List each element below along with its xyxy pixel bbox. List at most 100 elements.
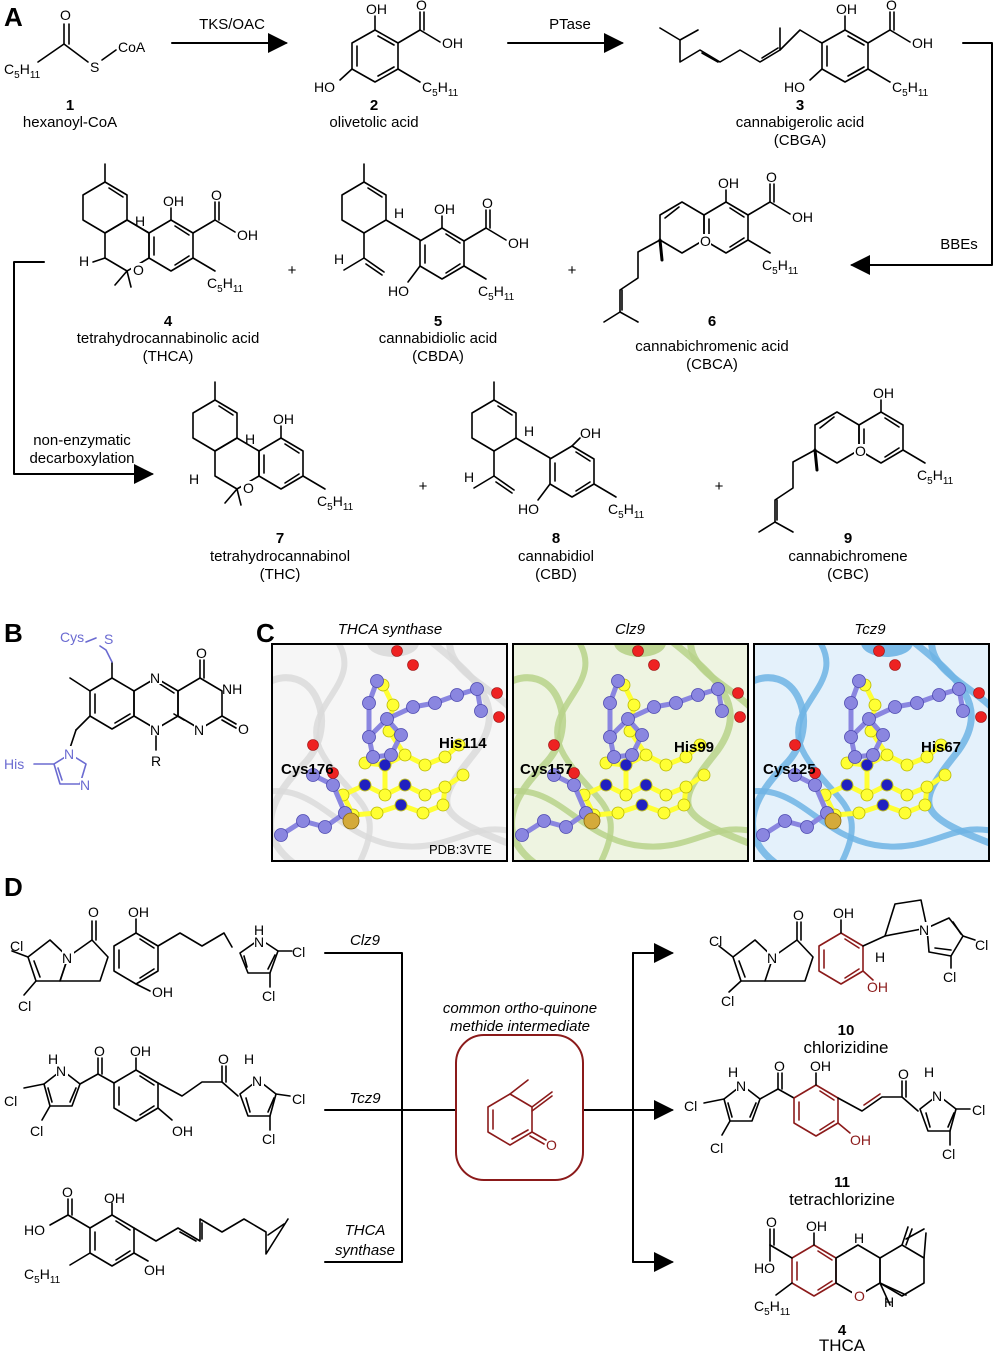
atom-nh: NH: [222, 681, 242, 697]
arrow-label-ptase: PTase: [549, 16, 591, 33]
product-10-name: chlorizidine: [803, 1038, 889, 1057]
structure-title-thca-synthase: THCA synthase: [337, 621, 443, 638]
atom-oh: OH: [237, 227, 258, 243]
compound-3-name: cannabigerolic acid: [735, 114, 865, 131]
atom-cl: Cl: [262, 988, 275, 1004]
compound-7-name: tetrahydrocannabinol: [209, 548, 351, 565]
atom-n: N: [56, 1063, 66, 1079]
atom-h: H: [464, 469, 474, 485]
compound-9-abbr: (CBC): [827, 566, 869, 583]
structure-cbda: H H OH O OH HO C5H11: [334, 163, 529, 303]
atom-n: N: [919, 922, 929, 938]
compound-9-number: 9: [843, 530, 853, 547]
structure-thca: H H O OH O OH C5H11: [79, 163, 258, 295]
atom-o: O: [416, 0, 427, 13]
residue-label-cys157: Cys157: [520, 761, 573, 778]
structure-cbca: O OH O OH C5H11: [603, 169, 813, 323]
structure-hexanoyl-coa: O S CoA C5H11: [4, 7, 146, 81]
structure-chlorizidine: O N OH OH H N Cl Cl Cl Cl: [709, 899, 988, 1009]
structure-thc: H H O OH C5H11: [189, 381, 354, 513]
atom-o: O: [133, 262, 144, 278]
atom-oh: OH: [273, 411, 294, 427]
atom-ho: HO: [314, 79, 335, 95]
atom-o: O: [700, 233, 711, 249]
atom-n: N: [150, 722, 160, 738]
atom-cl: Cl: [18, 998, 31, 1014]
structure-tcz9-substrate: H N Cl Cl O OH OH O H N Cl Cl: [4, 1043, 305, 1147]
atom-h: H: [189, 471, 199, 487]
compound-5-name: cannabidiolic acid: [378, 330, 498, 347]
compound-7-number: 7: [275, 530, 285, 547]
arrow-label-tks-oac: TKS/OAC: [199, 16, 265, 33]
compound-2-number: 2: [369, 97, 379, 114]
atom-o: O: [766, 169, 777, 185]
atom-n: N: [80, 777, 90, 793]
atom-oh: OH: [172, 1123, 193, 1139]
atom-n: N: [252, 1073, 262, 1089]
atom-cl: Cl: [709, 933, 722, 949]
atom-c5h11: C5H11: [317, 493, 354, 513]
arrow-label-decarboxylation: decarboxylation: [29, 450, 135, 467]
compound-5-number: 5: [433, 313, 443, 330]
atom-oh: OH: [442, 35, 463, 51]
compound-6-abbr: (CBCA): [686, 356, 738, 373]
compound-8-name: cannabidiol: [518, 548, 594, 565]
atom-o: O: [546, 1137, 557, 1153]
atom-coa: CoA: [118, 39, 146, 55]
atom-cl: Cl: [292, 1091, 305, 1107]
atom-h: H: [48, 1051, 58, 1067]
atom-s: S: [90, 59, 99, 75]
structure-image-tcz9: Cys125 His67: [753, 643, 990, 862]
protein-render-clz9: [514, 645, 747, 860]
atom-o: O: [196, 645, 207, 661]
panel-a-arrows: [13, 33, 993, 484]
arrow-label-bbes: BBEs: [940, 236, 978, 253]
residue-label-cys125: Cys125: [763, 761, 816, 778]
atom-oh: OH: [836, 1, 857, 17]
compound-2-name: olivetolic acid: [329, 114, 419, 131]
atom-c5h11: C5H11: [478, 283, 515, 303]
atom-h: H: [254, 922, 264, 938]
structure-cbga: OH O OH HO C5H11: [659, 0, 933, 99]
atom-h: H: [875, 949, 885, 965]
compound-4-name: tetrahydrocannabinolic acid: [76, 330, 260, 347]
compound-6-number: 6: [707, 313, 717, 330]
atom-h: H: [394, 205, 404, 221]
atom-c5h11: C5H11: [917, 467, 954, 487]
atom-s: S: [104, 631, 113, 647]
structure-thca-product: H H O OH O HO C5H11: [754, 1214, 927, 1318]
atom-oh: OH: [806, 1218, 827, 1234]
atom-cl: Cl: [710, 1140, 723, 1156]
atom-cl: Cl: [975, 937, 988, 953]
atom-o: O: [238, 721, 249, 737]
atom-h: H: [135, 213, 145, 229]
atom-o: O: [243, 480, 254, 496]
compound-7-abbr: (THC): [259, 566, 301, 583]
atom-oh: OH: [810, 1058, 831, 1074]
atom-o: O: [793, 907, 804, 923]
structure-cbc: O OH C5H11: [758, 385, 954, 533]
intermediate-box: [455, 1034, 584, 1181]
atom-c5h11: C5H11: [422, 79, 459, 99]
atom-cl: Cl: [30, 1123, 43, 1139]
atom-cl: Cl: [721, 993, 734, 1009]
atom-cl: Cl: [942, 1146, 955, 1162]
enzyme-label-clz9: Clz9: [349, 932, 380, 949]
residue-label-his114: His114: [439, 735, 487, 752]
atom-cl: Cl: [972, 1102, 985, 1118]
atom-cl: Cl: [10, 938, 23, 954]
atom-cl: Cl: [684, 1098, 697, 1114]
structure-cbd: H H OH HO C5H11: [464, 381, 645, 521]
compound-9-name: cannabichromene: [788, 548, 908, 565]
atom-n: N: [150, 670, 160, 686]
atom-o: O: [62, 1184, 73, 1200]
atom-n: N: [932, 1088, 942, 1104]
structure-tetrachlorizine: H N Cl Cl O OH OH O H N Cl Cl: [684, 1058, 985, 1162]
panel-label-b: B: [4, 618, 23, 648]
atom-ho: HO: [784, 79, 805, 95]
atom-c5h11: C5H11: [207, 275, 244, 295]
atom-o: O: [854, 1288, 865, 1304]
structure-flavin-cofactor: N N N NH O O R S Cys N N His: [4, 629, 249, 793]
atom-h: H: [924, 1064, 934, 1080]
atom-o: O: [211, 187, 222, 203]
